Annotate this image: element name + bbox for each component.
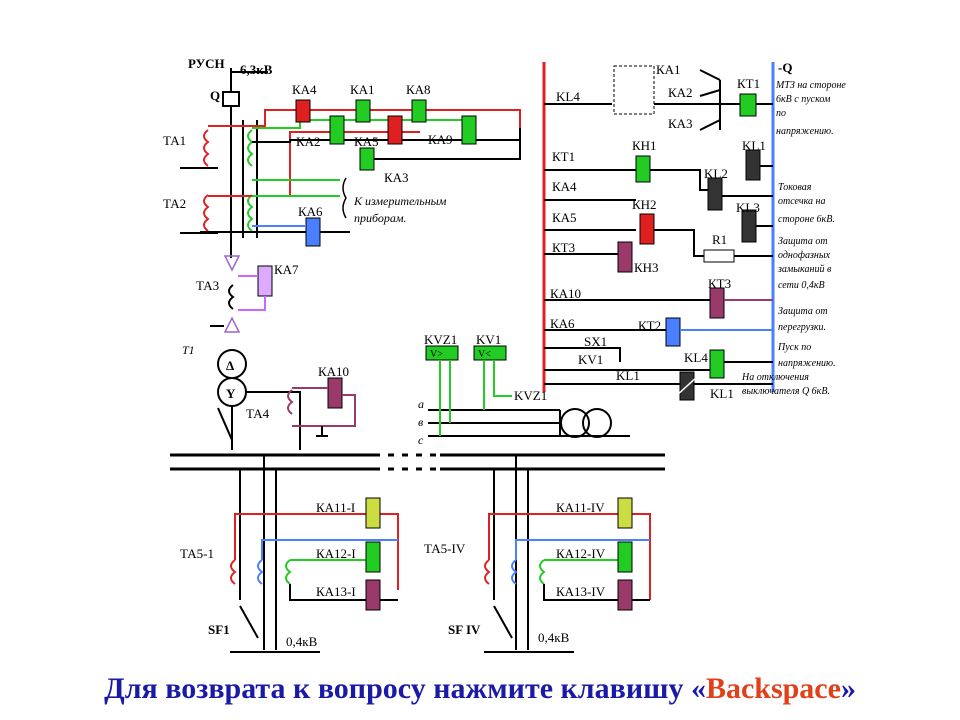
t1-label: Т1 (182, 343, 195, 357)
right-section (542, 62, 775, 401)
q-label: Q (210, 88, 220, 103)
note5-line0: Пуск по (777, 342, 811, 353)
r-kt3b-label: КТ3 (708, 276, 731, 291)
r-kl4-label: KL4 (556, 89, 580, 104)
footer-text: Для возврата к вопросу нажмите клавишу « (104, 672, 706, 705)
note2-line0: Токовая (778, 182, 812, 193)
phase-a-label: а (418, 397, 424, 411)
ka13-1-label: КА13-I (316, 584, 356, 599)
ka11-1-label: КА11-I (316, 500, 355, 515)
r-ka4-label: КА4 (552, 179, 577, 194)
note2-line1: отсечка на (778, 196, 826, 207)
ka4-label: КА4 (292, 82, 317, 97)
ta2-label: ТА2 (163, 196, 186, 211)
instr-label-2: приборам. (354, 211, 407, 225)
ta5-1-label: ТА5-1 (180, 546, 214, 561)
ta1-label: ТА1 (163, 133, 186, 148)
left-section (170, 68, 665, 653)
sf1-label: SF1 (208, 622, 230, 637)
note3-line0: Защита от (778, 236, 828, 247)
labels: РУСН 6,3кВ Q ТА1 ТА2 КА4 КА1 КА8 КА2 КА5… (163, 56, 846, 649)
note2-line2: стороне 6кВ. (778, 214, 835, 225)
r-kh2-label: КН2 (632, 197, 657, 212)
ka3-label: КА3 (384, 170, 409, 185)
ka12-1-label: КА12-I (316, 546, 356, 561)
r-kv1-label: KV1 (578, 352, 603, 367)
voltage-04-label-1: 0,4кВ (286, 634, 318, 649)
delta-symbol: Δ (226, 358, 234, 373)
ka5-label: КА5 (354, 134, 379, 149)
r-kt1b-label: КТ1 (552, 149, 575, 164)
r-ka6-label: КА6 (550, 316, 575, 331)
ka11-4-label: КА11-IV (556, 500, 605, 515)
r-kh3-label: КН3 (634, 260, 659, 275)
kvz1-symbol: V> (430, 349, 443, 360)
ka8-label: КА8 (406, 82, 431, 97)
note1-line3: напряжению. (776, 126, 834, 137)
r-kl4b-label: KL4 (684, 350, 708, 365)
ka6-label: КА6 (298, 204, 323, 219)
ka13-4-label: КА13-IV (556, 584, 606, 599)
sf4-label: SF IV (448, 622, 481, 637)
note1-line1: 6кВ с пуском (776, 94, 831, 105)
ka12-4-label: КА12-IV (556, 546, 606, 561)
instr-label-1: К измерительным (353, 194, 447, 208)
ka2-label: КА2 (296, 134, 321, 149)
r-kh1-label: КН1 (632, 138, 657, 153)
kv1-symbol: V< (478, 349, 491, 360)
r-kt2-label: КТ2 (638, 318, 661, 333)
ta5-4-label: ТА5-IV (424, 541, 466, 556)
ka7-label: КА7 (274, 262, 299, 277)
footer-instruction: Для возврата к вопросу нажмите клавишу «… (0, 672, 960, 706)
note6-line0: На отключения (741, 372, 809, 383)
r-ka10-label: КА10 (550, 286, 581, 301)
note4-line0: Защита от (778, 306, 828, 317)
r-kl1b-label: KL1 (616, 368, 640, 383)
note1-line2: по (776, 108, 786, 119)
kvz1-label: KVZ1 (424, 332, 457, 347)
note5-line1: напряжению. (778, 358, 836, 369)
r-kl1-label: KL1 (742, 138, 766, 153)
r-ka1-label: КА1 (656, 62, 681, 77)
r-sx1-label: SX1 (584, 334, 607, 349)
note6-line1: выключателя Q 6кВ. (742, 386, 830, 397)
r-kl1c-label: KL1 (710, 386, 734, 401)
note3-line2: замыканий в (777, 264, 832, 275)
kvz1-contact-label: KVZ1 (514, 388, 547, 403)
r-kl2-label: KL2 (704, 166, 728, 181)
footer-key: Backspace (705, 672, 841, 705)
ka10-label: КА10 (318, 364, 349, 379)
ka9-label: КА9 (428, 132, 453, 147)
voltage-04-label-2: 0,4кВ (538, 630, 570, 645)
minus-q-label: -Q (778, 60, 792, 75)
ta3-label: ТА3 (196, 278, 219, 293)
note4-line1: перегрузки. (778, 322, 826, 333)
kv1-label: KV1 (476, 332, 501, 347)
note3-line1: однофазных (778, 250, 831, 261)
footer-end: » (840, 672, 856, 705)
ka1-label: КА1 (350, 82, 375, 97)
star-symbol: Y (226, 386, 236, 401)
phase-c-label: с (418, 433, 424, 447)
r-ka3-label: КА3 (668, 116, 693, 131)
r-kt1-label: КТ1 (737, 76, 760, 91)
r-kl3-label: KL3 (736, 200, 760, 215)
phase-b-label: в (418, 415, 423, 429)
r-kt3-label: КТ3 (552, 240, 575, 255)
rusn-label: РУСН (188, 56, 225, 71)
r-r1-label: R1 (712, 232, 727, 247)
ta4-label: ТА4 (246, 406, 270, 421)
note1-line0: МТЗ на стороне (775, 80, 846, 91)
voltage-label: 6,3кВ (240, 62, 273, 77)
r-ka2-label: КА2 (668, 85, 693, 100)
note3-line3: сети 0,4кВ (778, 280, 825, 291)
r-ka5-label: КА5 (552, 210, 577, 225)
